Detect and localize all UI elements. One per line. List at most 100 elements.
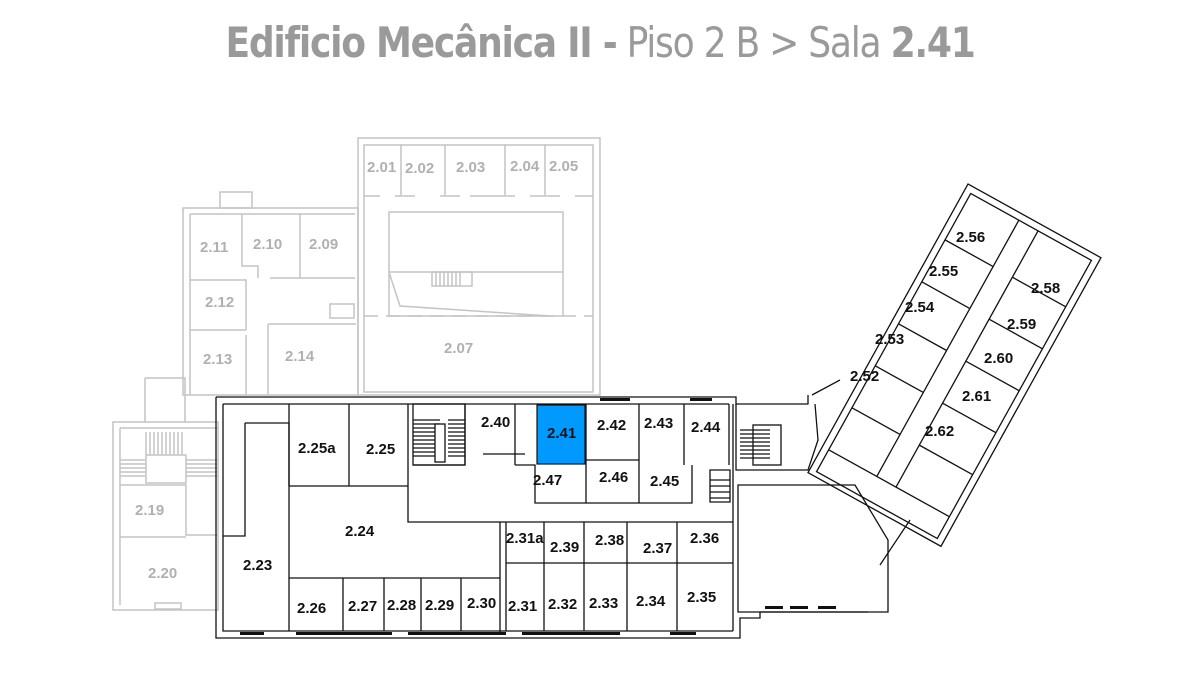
room-label-2-29[interactable]: 2.29 (425, 597, 454, 614)
window (765, 606, 783, 609)
gray-sw-stair-treads (120, 432, 218, 477)
title-room: 2.41 (890, 18, 976, 67)
window (296, 632, 392, 635)
room-label-2-53[interactable]: 2.53 (875, 331, 904, 348)
room-label-2-55[interactable]: 2.55 (929, 263, 958, 280)
gray-stair-treads (435, 272, 461, 286)
room-label-2-54[interactable]: 2.54 (905, 299, 935, 316)
room-label-2-09: 2.09 (309, 236, 338, 253)
room-label-2-42[interactable]: 2.42 (597, 417, 626, 434)
east-stair-block (735, 403, 819, 471)
title-building: Edificio Mecânica II - (225, 18, 617, 67)
gray-elevator (329, 303, 355, 319)
room-label-2-25a[interactable]: 2.25a (298, 440, 336, 457)
room-label-2-46[interactable]: 2.46 (599, 469, 628, 486)
room-label-2-04: 2.04 (510, 158, 540, 175)
gray-sw-stair-landing (145, 454, 187, 484)
window (790, 606, 808, 609)
gray-ramp (388, 271, 563, 317)
room-label-2-58[interactable]: 2.58 (1031, 280, 1060, 297)
room-label-2-13: 2.13 (203, 351, 232, 368)
room-label-2-35[interactable]: 2.35 (687, 589, 716, 606)
east-stair (752, 424, 782, 466)
diag-outer (807, 183, 1102, 548)
room-label-2-38[interactable]: 2.38 (595, 532, 624, 549)
room-label-2-52[interactable]: 2.52 (850, 368, 879, 385)
gray-top-dividers (400, 145, 546, 195)
room-label-2-56[interactable]: 2.56 (956, 229, 985, 246)
room-label-2-36[interactable]: 2.36 (690, 530, 719, 547)
page-title: Edificio Mecânica II - Piso 2 B > Sala 2… (84, 18, 1116, 67)
gray-214-walls (267, 323, 356, 395)
wall-2-23 (223, 422, 290, 631)
room-label-2-02: 2.02 (405, 160, 434, 177)
stair-north-core (434, 423, 446, 463)
room-label-2-41: 2.41 (547, 425, 576, 442)
active-wing (215, 183, 1102, 639)
se-hall (737, 484, 889, 613)
room-label-2-40[interactable]: 2.40 (481, 414, 510, 431)
room-2-41-selected[interactable]: 2.41 (536, 404, 586, 465)
room-label-2-01: 2.01 (367, 159, 396, 176)
room-label-2-60[interactable]: 2.60 (984, 350, 1013, 367)
room-label-2-43[interactable]: 2.43 (644, 415, 673, 432)
window (690, 398, 712, 401)
diag-dividers (828, 239, 1067, 518)
gray-sw-dividers (120, 484, 218, 538)
gray-balcony (219, 191, 253, 209)
gray-block-sw-outline (112, 421, 219, 611)
room-label-2-05: 2.05 (549, 158, 578, 175)
room-label-2-39[interactable]: 2.39 (550, 539, 579, 556)
room-label-2-37[interactable]: 2.37 (643, 540, 672, 557)
room-label-2-30[interactable]: 2.30 (467, 595, 496, 612)
gray-west-dividers-2 (190, 279, 247, 395)
diag-corridor (876, 219, 1039, 488)
room-label-2-26[interactable]: 2.26 (297, 600, 326, 617)
room-label-2-34[interactable]: 2.34 (636, 593, 666, 610)
window (408, 632, 506, 635)
room-label-2-10: 2.10 (253, 236, 282, 253)
room-label-2-12: 2.12 (205, 294, 234, 311)
room-label-2-33[interactable]: 2.33 (589, 595, 618, 612)
walls-2-41-2-46 (585, 404, 730, 503)
room-label-2-44[interactable]: 2.44 (691, 419, 721, 436)
window (818, 606, 836, 609)
room-label-2-07: 2.07 (444, 340, 473, 357)
room-label-2-03: 2.03 (456, 159, 485, 176)
room-label-2-62[interactable]: 2.62 (925, 423, 954, 440)
room-label-2-32[interactable]: 2.32 (548, 596, 577, 613)
window (522, 632, 620, 635)
room-label-2-47[interactable]: 2.47 (533, 472, 562, 489)
diag-links (811, 379, 911, 566)
rooms: 2.41 2.23 2.24 2.25a 2.25 2.26 2.27 2.28… (243, 229, 1060, 617)
title-floor: Piso 2 B > Sala (626, 18, 882, 67)
gray-block-sw-inner (119, 427, 218, 605)
room-label-2-31[interactable]: 2.31 (508, 598, 537, 615)
room-label-2-28[interactable]: 2.28 (387, 597, 416, 614)
room-label-2-31a[interactable]: 2.31a (506, 530, 544, 547)
main-inner-wall (222, 403, 733, 632)
walls-2-25 (288, 404, 409, 487)
gray-block-west-inner (189, 213, 355, 395)
diagonal-wing (807, 183, 1102, 548)
room-label-2-23[interactable]: 2.23 (243, 557, 272, 574)
gray-sw-window (154, 602, 182, 610)
gray-sw-link (144, 377, 186, 422)
room-label-2-45[interactable]: 2.45 (650, 473, 679, 490)
diag-inner (815, 192, 1093, 540)
room-label-2-11: 2.11 (200, 239, 228, 256)
room-label-2-25[interactable]: 2.25 (366, 441, 395, 458)
wall-corridor-south (407, 486, 501, 632)
room-label-2-20: 2.20 (148, 565, 177, 582)
walls-2-26-2-30 (289, 577, 500, 631)
room-label-2-24[interactable]: 2.24 (345, 523, 375, 540)
room-label-2-61[interactable]: 2.61 (962, 388, 991, 405)
room-label-2-59[interactable]: 2.59 (1007, 316, 1036, 333)
gray-core (388, 211, 564, 317)
gray-block-north-inner (363, 144, 594, 393)
room-label-2-14: 2.14 (285, 348, 315, 365)
room-label-2-27[interactable]: 2.27 (348, 598, 377, 615)
window (670, 632, 696, 635)
window (600, 398, 630, 401)
